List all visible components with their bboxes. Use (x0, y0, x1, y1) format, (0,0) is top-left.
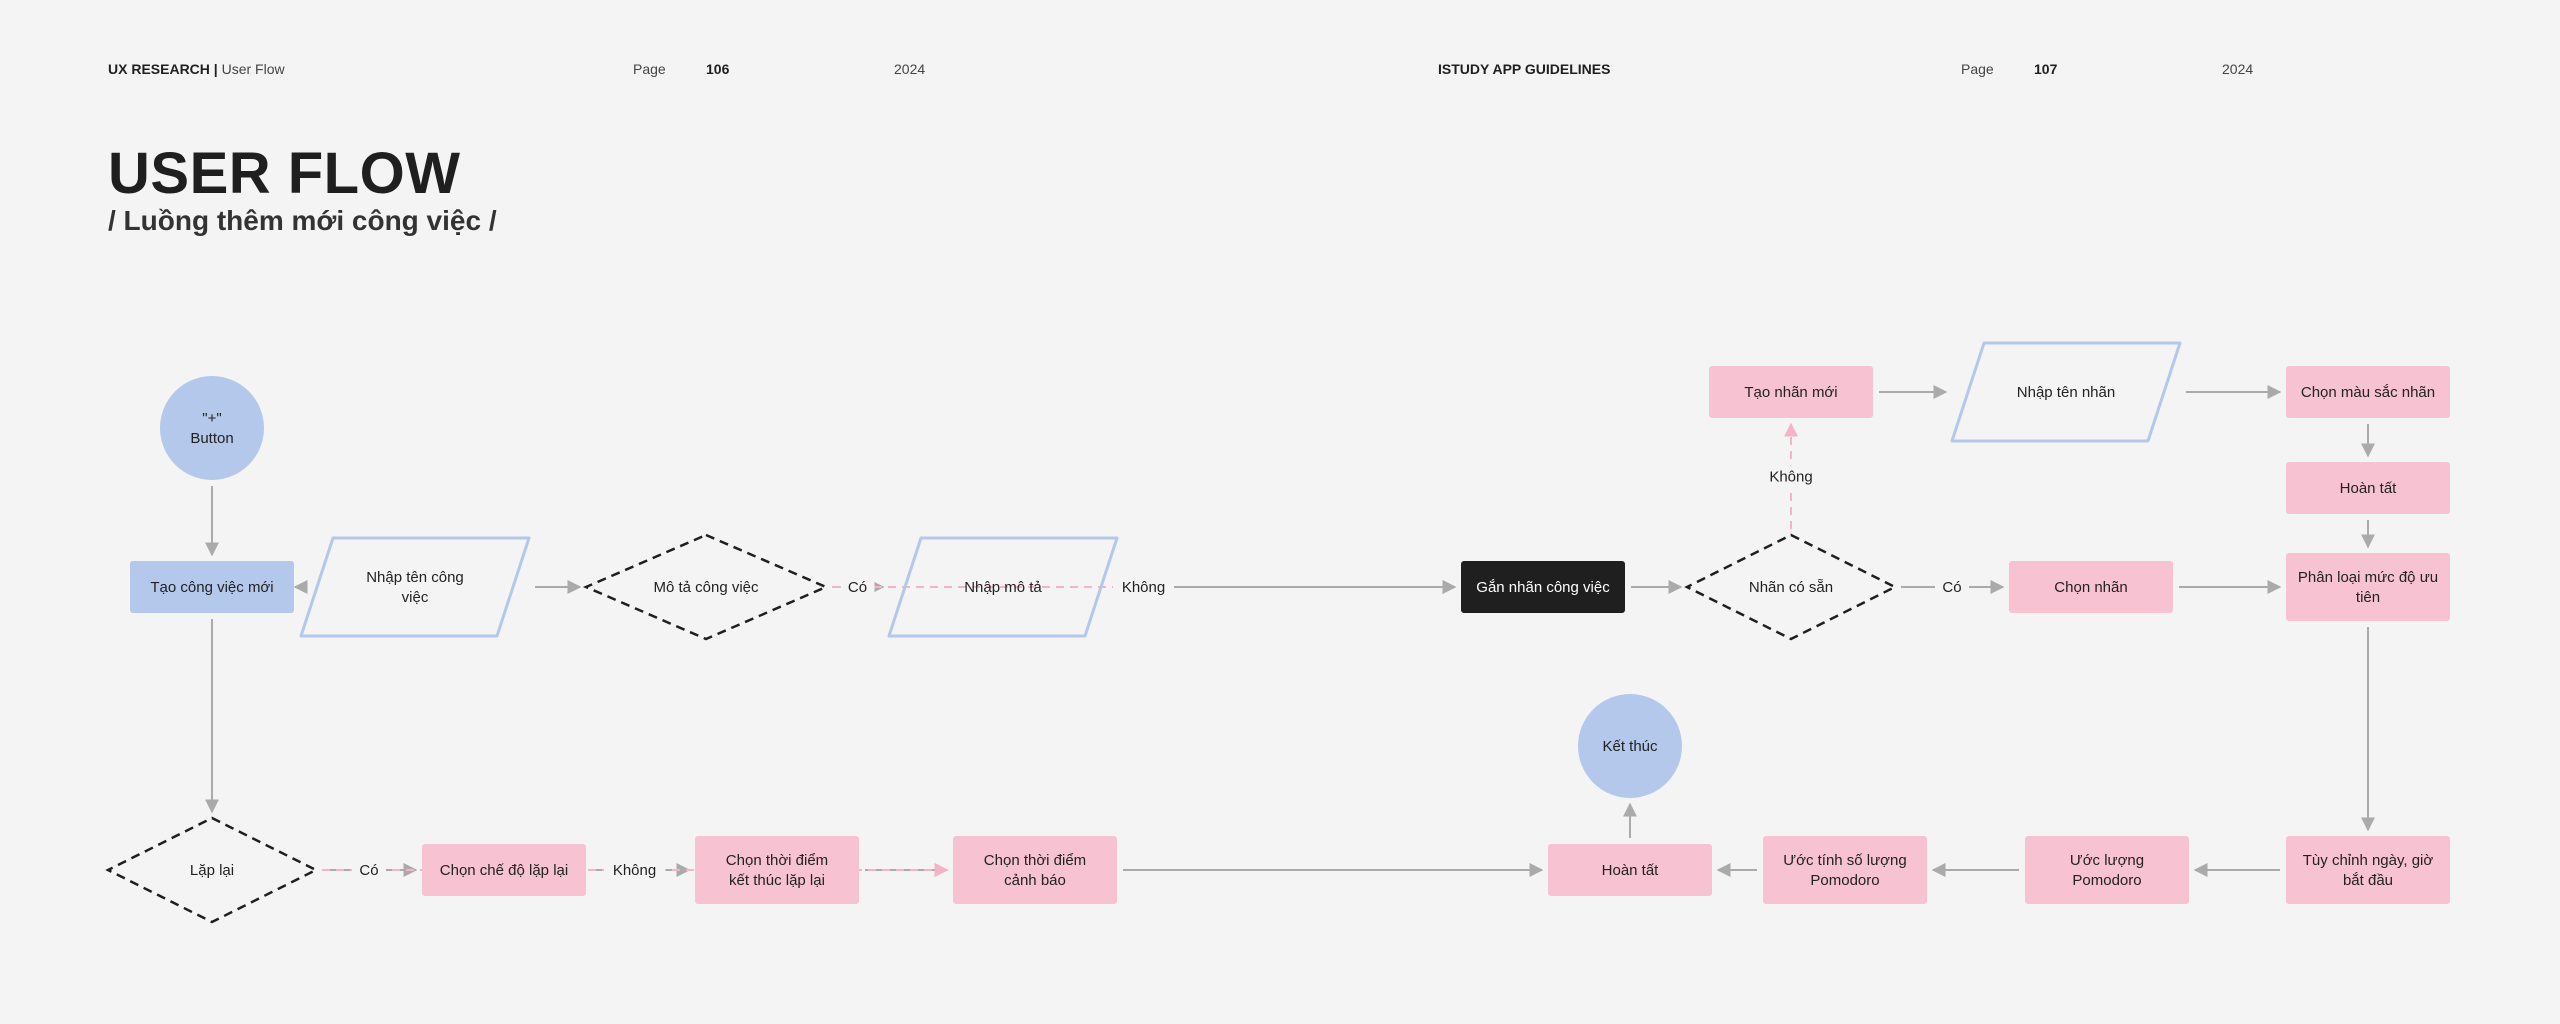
node-label-tao-nhan-moi: Tạo nhãn mới (1744, 384, 1837, 401)
node-shape-uoc-luong-pomodoro (2025, 836, 2189, 904)
flow-node-tao-nhan-moi: Tạo nhãn mới (1709, 366, 1873, 418)
node-label-gan-nhan-cong-viec: Gắn nhãn công việc (1476, 579, 1610, 596)
node-shape-hoan-tat-nhan (2286, 462, 2450, 514)
flow-node-chon-thoi-diem-ket-thuc: Chọn thời điểm kết thúc lặp lại (695, 836, 859, 904)
edge-label-khong: Không (1122, 579, 1165, 596)
flow-node-mo-ta-cong-viec: Mô tả công việc (582, 533, 830, 641)
node-label-uoc-tinh-so-luong: Ước tính số lượng (1783, 852, 1906, 869)
flow-node-gan-nhan-cong-viec: Gắn nhãn công việc (1461, 561, 1625, 613)
flow-node-nhap-ten-cong-viec: Nhập tên công việc (299, 536, 531, 638)
page-label-2: Page (1961, 61, 1994, 77)
edge-label-bg (604, 859, 665, 881)
flow-node-chon-che-do-lap-lai: Chọn chế độ lặp lại (422, 844, 586, 896)
node-shape-tao-nhan-moi (1709, 366, 1873, 418)
node-label-ket-thuc: Kết thúc (1602, 738, 1658, 755)
edge-label-co: Có (1942, 579, 1961, 596)
node-label-nhan-co-san: Nhãn có sẵn (1749, 579, 1833, 596)
node-label-chon-thoi-diem-canh-bao: cảnh báo (1004, 872, 1066, 889)
flow-node-hoan-tat: Hoàn tất (1548, 844, 1712, 896)
edge-label-bg (1113, 576, 1174, 598)
node-label-uoc-luong-pomodoro: Pomodoro (2072, 872, 2141, 889)
node-shape-nhap-ten-cong-viec (299, 536, 531, 638)
node-label-chon-nhan: Chọn nhãn (2054, 579, 2127, 596)
flow-node-chon-mau-sac-nhan: Chọn màu sắc nhãn (2286, 366, 2450, 418)
node-shape-nhan-co-san (1684, 533, 1898, 641)
year-1: 2024 (894, 61, 926, 77)
node-label-chon-mau-sac-nhan: Chọn màu sắc nhãn (2301, 384, 2435, 401)
node-label-uoc-tinh-so-luong: Pomodoro (1810, 872, 1879, 889)
node-label-nhap-ten-cong-viec: việc (402, 589, 429, 606)
node-label-chon-che-do-lap-lai: Chọn chế độ lặp lại (440, 862, 568, 879)
node-label-tao-cong-viec-moi: Tạo công việc mới (150, 579, 273, 596)
edge-label-bg (840, 576, 875, 598)
node-label-start: "+" (202, 410, 221, 427)
page-label-1: Page (633, 61, 666, 77)
edge-label-co: Có (359, 862, 378, 879)
page-subtitle: / Luồng thêm mới công việc / (108, 205, 497, 236)
node-label-lap-lai: Lặp lại (190, 862, 234, 879)
header-section: UX RESEARCH | User Flow (108, 61, 285, 77)
node-label-chon-thoi-diem-canh-bao: Chọn thời điểm (984, 852, 1086, 869)
node-shape-chon-che-do-lap-lai (422, 844, 586, 896)
header-section-sub: User Flow (221, 61, 285, 77)
flow-node-tuy-chinh-ngay-gio: Tùy chỉnh ngày, giờ bắt đầu (2286, 836, 2450, 904)
node-shape-chon-thoi-diem-canh-bao (953, 836, 1117, 904)
node-shape-uoc-tinh-so-luong (1763, 836, 1927, 904)
node-shape-nhap-mo-ta (887, 536, 1119, 638)
flow-node-lap-lai: Lặp lại (105, 816, 319, 924)
node-shape-mo-ta-cong-viec (582, 533, 830, 641)
header-section-title: UX RESEARCH | (108, 61, 218, 77)
node-shape-start (160, 376, 264, 480)
node-label-phan-loai-muc-do: Phân loại mức độ ưu (2298, 569, 2438, 586)
flow-node-hoan-tat-nhan: Hoàn tất (2286, 462, 2450, 514)
node-label-mo-ta-cong-viec: Mô tả công việc (653, 579, 759, 596)
edge-label-bg (1935, 576, 1969, 598)
node-label-chon-thoi-diem-ket-thuc: kết thúc lặp lại (729, 872, 825, 889)
year-2: 2024 (2222, 61, 2254, 77)
node-shape-chon-nhan (2009, 561, 2173, 613)
flow-node-nhap-mo-ta: Nhập mô tả (887, 536, 1119, 638)
node-label-tuy-chinh-ngay-gio: Tùy chỉnh ngày, giờ (2303, 852, 2434, 869)
node-label-nhap-ten-cong-viec: Nhập tên công (366, 569, 464, 586)
flow-node-nhap-ten-nhan: Nhập tên nhãn (1950, 341, 2182, 443)
page-title: USER FLOW (108, 141, 461, 206)
flow-node-ket-thuc: Kết thúc (1578, 694, 1682, 798)
node-label-tuy-chinh-ngay-gio: bắt đầu (2343, 872, 2393, 889)
edge-label-khong: Không (613, 862, 656, 879)
flow-node-chon-nhan: Chọn nhãn (2009, 561, 2173, 613)
node-shape-chon-mau-sac-nhan (2286, 366, 2450, 418)
node-label-hoan-tat: Hoàn tất (1602, 862, 1660, 879)
node-label-hoan-tat-nhan: Hoàn tất (2340, 480, 2398, 497)
node-shape-tuy-chinh-ngay-gio (2286, 836, 2450, 904)
page-number-1: 106 (706, 61, 730, 77)
node-shape-chon-thoi-diem-ket-thuc (695, 836, 859, 904)
edge-label-co: Có (848, 579, 867, 596)
node-label-nhap-ten-nhan: Nhập tên nhãn (2017, 384, 2115, 401)
edge-label-bg (1760, 465, 1822, 488)
flow-node-tao-cong-viec-moi: Tạo công việc mới (130, 561, 294, 613)
node-shape-ket-thuc (1578, 694, 1682, 798)
flow-node-phan-loai-muc-do: Phân loại mức độ ưu tiên (2286, 553, 2450, 621)
node-label-uoc-luong-pomodoro: Ước lượng (2070, 852, 2144, 869)
node-label-phan-loai-muc-do: tiên (2356, 589, 2380, 606)
node-shape-lap-lai (105, 816, 319, 924)
flow-node-nhan-co-san: Nhãn có sẵn (1684, 533, 1898, 641)
doc-title: ISTUDY APP GUIDELINES (1438, 61, 1611, 77)
node-shape-tao-cong-viec-moi (130, 561, 294, 613)
flow-node-start: "+" Button (160, 376, 264, 480)
node-shape-nhap-ten-nhan (1950, 341, 2182, 443)
flow-node-chon-thoi-diem-canh-bao: Chọn thời điểm cảnh báo (953, 836, 1117, 904)
node-shape-phan-loai-muc-do (2286, 553, 2450, 621)
node-label-start: Button (190, 430, 233, 447)
node-label-nhap-mo-ta: Nhập mô tả (964, 579, 1042, 596)
node-shape-gan-nhan-cong-viec (1461, 561, 1625, 613)
edge-label-bg (352, 859, 386, 881)
page-number-2: 107 (2034, 61, 2058, 77)
edge-label-khong: Không (1769, 469, 1812, 486)
node-label-chon-thoi-diem-ket-thuc: Chọn thời điểm (726, 852, 828, 869)
node-shape-hoan-tat (1548, 844, 1712, 896)
